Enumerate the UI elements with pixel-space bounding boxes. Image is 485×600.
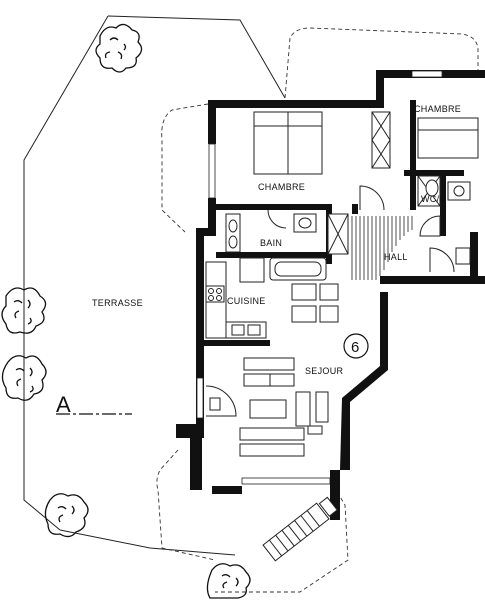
label-wc: WC/D	[421, 194, 446, 204]
walls	[176, 70, 485, 520]
bathtub	[269, 257, 327, 281]
bedroom-door-left	[359, 185, 385, 211]
unit-number: 6	[351, 339, 359, 356]
unit-number-circle	[343, 333, 369, 359]
sejour-furniture	[205, 357, 329, 457]
wc-door	[419, 215, 441, 237]
tree-top	[95, 23, 143, 73]
terrace-outline	[23, 15, 479, 593]
section-marker-label: A	[56, 392, 71, 417]
closet-left-bedroom	[371, 111, 391, 169]
entry-door	[429, 247, 471, 273]
hall-cabinet	[327, 213, 349, 255]
wc-toilet	[425, 179, 471, 201]
bed-double-right	[417, 117, 479, 159]
dining-table	[291, 283, 339, 323]
label-chambre-right: CHAMBRE	[414, 104, 461, 114]
bed-double-left	[253, 111, 323, 175]
kitchen-counter	[205, 257, 267, 339]
tree-left-upper	[1, 287, 47, 334]
label-hall: HALL	[384, 252, 408, 262]
sun-lounger	[262, 496, 338, 562]
bain-fixtures	[225, 209, 317, 253]
label-cuisine: CUISINE	[227, 296, 266, 306]
label-terrasse: TERRASSE	[92, 298, 143, 308]
tree-bottom	[206, 563, 251, 599]
label-sejour: SEJOUR	[305, 366, 344, 376]
label-bain: BAIN	[260, 238, 282, 248]
label-chambre-left: CHAMBRE	[258, 182, 305, 192]
tree-bottom-left	[44, 493, 89, 538]
hall-hatching	[351, 216, 413, 280]
tree-left-lower	[1, 355, 47, 401]
